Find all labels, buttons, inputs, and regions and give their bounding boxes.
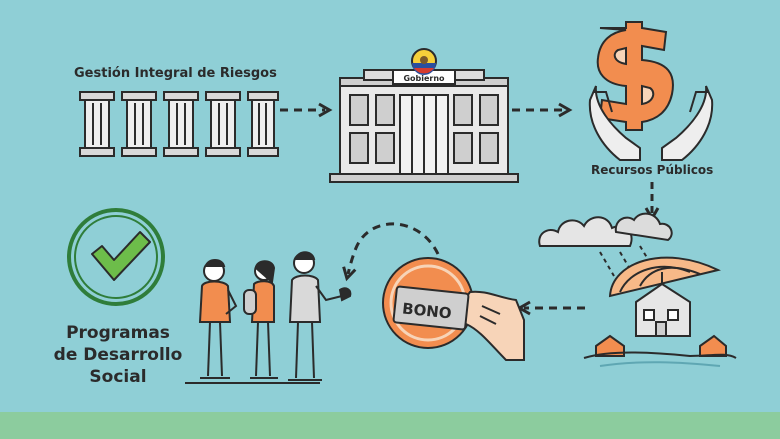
- public-resources-label: Recursos Públicos: [591, 163, 714, 177]
- pillars-icon: [79, 91, 279, 157]
- money-hands-icon: [588, 21, 714, 161]
- social-programs-line-1: Programas: [66, 323, 170, 343]
- checkmark-circle-icon: [67, 208, 165, 306]
- person-2: [243, 260, 278, 379]
- person-3: [288, 251, 352, 381]
- people-queue-icon: [185, 251, 352, 384]
- social-programs-line-2: de Desarrollo: [53, 345, 183, 365]
- social-programs-label: Programas de Desarrollo Social: [52, 322, 184, 388]
- person-1: [198, 259, 238, 379]
- social-programs-line-3: Social: [89, 367, 147, 387]
- storm-house-umbrella-icon: [538, 212, 737, 367]
- government-label: Gobierno: [403, 74, 445, 83]
- voucher-label: BONO: [401, 299, 452, 322]
- risk-management-label: Gestión Integral de Riesgos: [74, 66, 277, 81]
- voucher-hand-icon: [382, 257, 525, 361]
- arrow-to-people: [342, 222, 440, 282]
- ecuador-flag-seal-icon: [411, 48, 437, 75]
- government-building-icon: [329, 69, 519, 183]
- ground-strip: [0, 412, 780, 439]
